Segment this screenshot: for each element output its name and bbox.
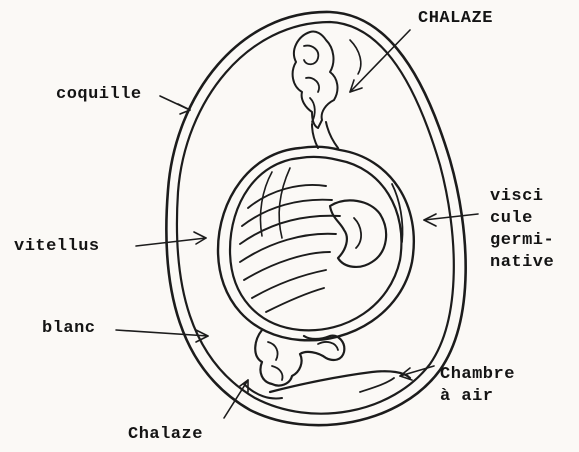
label-chambre-line: Chambre <box>440 364 515 386</box>
label-chambre-a-air: Chambre à air <box>440 364 515 408</box>
label-vesicule-germinative: visci cule germi- native <box>490 186 554 274</box>
label-vesicule-line: germi- <box>490 230 554 252</box>
label-vesicule-line: cule <box>490 208 554 230</box>
yolk-inner <box>230 157 401 330</box>
label-chambre-line: à air <box>440 386 515 408</box>
label-vesicule-line: native <box>490 252 554 274</box>
germinal-vesicle <box>330 200 386 266</box>
label-vesicule-line: visci <box>490 186 554 208</box>
label-vitellus: vitellus <box>14 236 100 258</box>
label-coquille: coquille <box>56 84 142 106</box>
shell-outer <box>166 12 465 425</box>
label-chalaze-top: CHALAZE <box>418 8 493 30</box>
label-chalaze-bottom: Chalaze <box>128 424 203 446</box>
label-blanc: blanc <box>42 318 96 340</box>
